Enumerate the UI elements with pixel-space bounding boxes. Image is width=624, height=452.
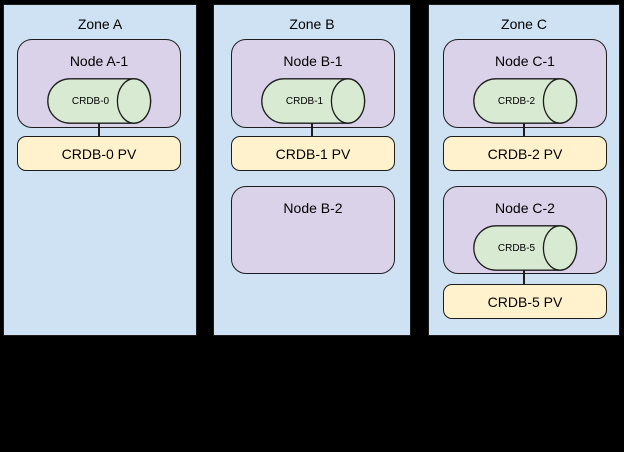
cylinder-label: CRDB-1	[285, 95, 324, 107]
database-cylinder-icon	[261, 78, 366, 124]
node-title: Node B-2	[283, 200, 343, 216]
cylinder-label: CRDB-2	[497, 95, 536, 107]
node-title: Node C-2	[495, 200, 555, 216]
connector-line	[523, 123, 525, 136]
cylinder-label: CRDB-5	[497, 242, 536, 254]
crdb-2-cylinder: CRDB-2	[473, 78, 578, 124]
connector-line	[98, 123, 100, 136]
node-b1: Node B-1 CRDB-1	[231, 39, 395, 128]
zone-title: Zone A	[77, 16, 123, 32]
zone-title: Zone B	[289, 16, 335, 32]
pv-label: CRDB-0 PV	[61, 145, 137, 162]
node-title: Node A-1	[69, 53, 129, 69]
node-b2: Node B-2	[231, 186, 395, 274]
crdb-5-cylinder: CRDB-5	[473, 225, 578, 271]
database-cylinder-icon	[473, 78, 578, 124]
zone-title: Zone C	[501, 16, 547, 32]
node-title: Node B-1	[283, 53, 343, 69]
database-cylinder-icon	[473, 225, 578, 271]
zone-b: Zone B Node B-1 CRDB-1 CRDB-1 PV Node B-…	[213, 4, 411, 336]
node-c2: Node C-2 CRDB-5	[443, 186, 607, 274]
crdb-0-pv-box: CRDB-0 PV	[17, 136, 181, 171]
database-cylinder-icon	[47, 78, 152, 124]
connector-line	[311, 123, 313, 136]
crdb-1-pv-box: CRDB-1 PV	[231, 136, 395, 171]
node-a1: Node A-1 CRDB-0	[17, 39, 181, 128]
node-c1: Node C-1 CRDB-2	[443, 39, 607, 128]
pv-label: CRDB-2 PV	[487, 145, 563, 162]
connector-line	[523, 270, 525, 284]
cylinder-label: CRDB-0	[71, 95, 110, 107]
crdb-1-cylinder: CRDB-1	[261, 78, 366, 124]
node-title: Node C-1	[495, 53, 555, 69]
crdb-5-pv-box: CRDB-5 PV	[443, 284, 607, 319]
crdb-2-pv-box: CRDB-2 PV	[443, 136, 607, 171]
pv-label: CRDB-1 PV	[275, 145, 351, 162]
zone-a: Zone A Node A-1 CRDB-0 CRDB-0 PV	[3, 4, 197, 336]
crdb-0-cylinder: CRDB-0	[47, 78, 152, 124]
pv-label: CRDB-5 PV	[487, 293, 563, 310]
zone-c: Zone C Node C-1 CRDB-2 CRDB-2 PV Node C-…	[428, 4, 620, 336]
